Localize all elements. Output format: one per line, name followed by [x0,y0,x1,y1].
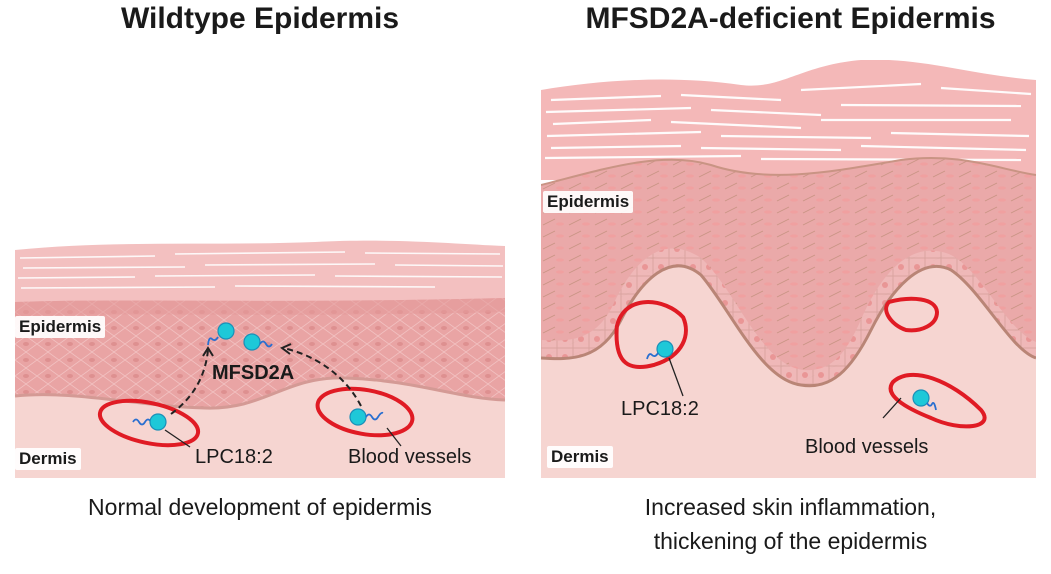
deficient-caption: Increased skin inflammation, thickening … [530,490,1051,558]
wildtype-caption-text: Normal development of epidermis [88,494,432,520]
wildtype-caption: Normal development of epidermis [0,490,520,524]
dermis-label: Dermis [15,448,81,470]
deficient-skin-svg [541,60,1036,478]
lpc-label: LPC18:2 [195,446,273,468]
blood-vessel-small [884,296,940,333]
epidermis-layer [541,157,1036,386]
deficient-caption-line2: thickening of the epidermis [653,528,928,554]
mfsd2a-label: MFSD2A [212,362,295,384]
deficient-caption-line1: Increased skin inflammation, [644,494,937,520]
blood-vessels-label: Blood vessels [805,436,929,458]
lpc-molecule-in-vessel-right [912,389,937,411]
blood-vessel-left [97,398,201,448]
epidermis-label: Epidermis [543,191,634,213]
blood-vessel-right [888,372,987,429]
blood-vessels-label: Blood vessels [348,446,472,468]
deficient-title: MFSD2A-deficient Epidermis [585,2,996,35]
lpc-molecule-epidermis-2 [243,333,273,351]
blood-vessel-left [614,300,688,369]
dermis-label: Dermis [547,446,613,468]
wildtype-skin-illustration: Epidermis Dermis MFSD2A LPC18:2 Blood ve… [15,240,505,478]
lpc-label: LPC18:2 [621,398,699,420]
stratum-corneum [541,60,1036,180]
transport-arrow-left [170,349,209,415]
lpc-molecule-in-vessel-left [132,413,167,431]
lpc-molecule-epidermis-1 [207,322,235,346]
epidermis-label: Epidermis [15,316,106,338]
transport-arrow-right [282,347,362,407]
lpc-molecule-in-vessel-right [349,408,384,426]
lpc-molecule-in-vessel-left [646,340,674,360]
deficient-skin-illustration: Epidermis Dermis LPC18:2 Blood vessels [541,60,1036,478]
wildtype-title: Wildtype Epidermis [120,2,400,35]
blood-vessel-right [315,386,415,438]
dermis-layer [541,265,1036,478]
wildtype-skin-svg [15,240,505,478]
